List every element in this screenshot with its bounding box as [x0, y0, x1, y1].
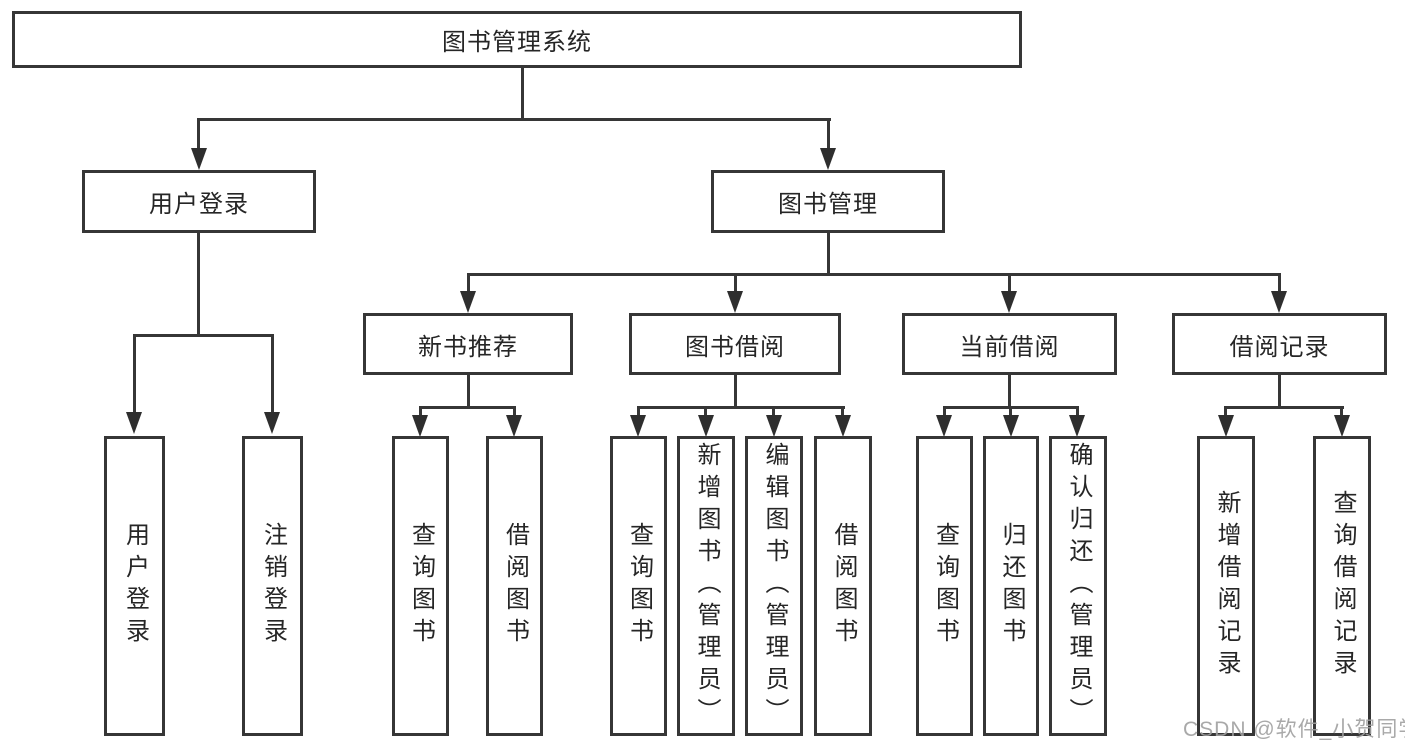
arrowhead-to-current-confirm — [1069, 415, 1085, 437]
node-root-label: 图书管理系统 — [442, 29, 592, 56]
leaf-borrow-query-books-label: 查询图书 — [625, 522, 653, 650]
leaf-recommend-borrow-books-label: 借阅图书 — [501, 522, 529, 650]
node-new-book-recommend-label: 新书推荐 — [418, 333, 518, 361]
arrowhead-to-new-book-recommend — [460, 291, 476, 313]
arrowhead-to-borrow-borrow — [835, 415, 851, 437]
node-current-borrow-label: 当前借阅 — [959, 333, 1060, 361]
arrowhead-to-borrow-add — [698, 415, 714, 437]
arrowhead-to-leaf-logout — [264, 412, 280, 434]
arrowhead-to-borrow-query — [630, 415, 646, 437]
arrowhead-to-recommend-borrow — [506, 415, 522, 437]
connector-to-leaf-logout — [271, 334, 274, 414]
arrowhead-to-current-query — [936, 415, 952, 437]
leaf-logout: 注销登录 — [242, 436, 303, 736]
connector-recommend-rail — [419, 406, 516, 409]
connector-borrow-stem — [734, 373, 737, 408]
connector-recommend-stem — [467, 373, 470, 408]
arrowhead-to-records-add — [1218, 415, 1234, 437]
leaf-borrow-borrow-books-label: 借阅图书 — [830, 522, 857, 650]
leaf-current-query-books: 查询图书 — [916, 436, 973, 736]
connector-to-borrow-borrow — [841, 406, 844, 418]
leaf-user-login-label: 用户登录 — [121, 522, 149, 650]
connector-records-stem — [1278, 373, 1281, 408]
node-user-login-label: 用户登录 — [149, 191, 249, 218]
node-borrow-record: 借阅记录 — [1172, 313, 1387, 375]
connector-to-leaf-user-login — [133, 334, 136, 414]
leaf-recommend-borrow-books: 借阅图书 — [486, 436, 543, 736]
connector-user-login-stem — [197, 231, 200, 337]
leaf-borrow-query-books: 查询图书 — [610, 436, 667, 736]
arrowhead-to-records-query — [1334, 415, 1350, 437]
connector-to-records-add — [1224, 406, 1227, 418]
connector-to-current-borrow — [1008, 273, 1011, 293]
connector-to-current-return — [1009, 406, 1012, 418]
leaf-recommend-query-books: 查询图书 — [392, 436, 449, 736]
leaf-borrow-edit-books-admin: 编辑图书（管理员） — [745, 436, 803, 736]
node-book-borrow-label: 图书借阅 — [685, 333, 785, 361]
arrowhead-to-recommend-query — [412, 415, 428, 437]
connector-to-recommend-query — [419, 406, 422, 418]
connector-book-management-stem — [827, 231, 830, 275]
node-borrow-record-label: 借阅记录 — [1229, 333, 1330, 361]
leaf-records-add-record-label: 新增借阅记录 — [1213, 490, 1240, 682]
node-book-management: 图书管理 — [711, 170, 945, 233]
arrowhead-to-borrow-edit — [766, 415, 782, 437]
leaf-current-return-books: 归还图书 — [983, 436, 1039, 736]
leaf-current-return-books-label: 归还图书 — [998, 522, 1025, 650]
leaf-user-login: 用户登录 — [104, 436, 165, 736]
connector-to-new-book-recommend — [467, 273, 470, 293]
connector-to-current-query — [943, 406, 946, 418]
arrowhead-to-current-return — [1003, 415, 1019, 437]
node-book-management-label: 图书管理 — [778, 191, 878, 218]
leaf-records-query-record: 查询借阅记录 — [1313, 436, 1371, 736]
csdn-watermark: CSDN @软件_小贺同学 — [1183, 718, 1405, 741]
arrowhead-to-book-borrow — [727, 291, 743, 313]
connector-records-rail — [1224, 406, 1344, 409]
leaf-borrow-borrow-books: 借阅图书 — [814, 436, 872, 736]
leaf-current-confirm-return-admin: 确认归还（管理员） — [1049, 436, 1107, 736]
leaf-current-confirm-return-admin-label: 确认归还（管理员） — [1065, 442, 1092, 730]
connector-to-book-management — [827, 118, 830, 152]
connector-to-borrow-edit — [772, 406, 775, 418]
leaf-logout-label: 注销登录 — [259, 522, 287, 650]
leaf-records-add-record: 新增借阅记录 — [1197, 436, 1255, 736]
arrowhead-to-user-login — [191, 148, 207, 170]
connector-to-user-login — [197, 118, 200, 152]
connector-to-recommend-borrow — [513, 406, 516, 418]
connector-to-borrow-add — [704, 406, 707, 418]
arrowhead-to-current-borrow — [1001, 291, 1017, 313]
leaf-borrow-add-books-admin: 新增图书（管理员） — [677, 436, 735, 736]
connector-borrow-rail — [637, 406, 845, 409]
connector-root-stem — [521, 66, 524, 120]
connector-user-leaves-rail — [133, 334, 274, 337]
leaf-recommend-query-books-label: 查询图书 — [407, 522, 435, 650]
node-current-borrow: 当前借阅 — [902, 313, 1117, 375]
connector-current-stem — [1008, 373, 1011, 408]
node-book-borrow: 图书借阅 — [629, 313, 841, 375]
connector-to-records-query — [1340, 406, 1343, 418]
arrowhead-to-borrow-record — [1271, 291, 1287, 313]
connector-to-current-confirm — [1076, 406, 1079, 418]
leaf-borrow-edit-books-admin-label: 编辑图书（管理员） — [761, 442, 788, 730]
node-user-login: 用户登录 — [82, 170, 316, 233]
node-new-book-recommend: 新书推荐 — [363, 313, 573, 375]
leaf-borrow-add-books-admin-label: 新增图书（管理员） — [693, 442, 720, 730]
leaf-current-query-books-label: 查询图书 — [931, 522, 959, 650]
arrowhead-to-book-management — [820, 148, 836, 170]
arrowhead-to-leaf-user-login — [126, 412, 142, 434]
connector-to-borrow-record — [1278, 273, 1281, 293]
connector-to-borrow-query — [637, 406, 640, 418]
connector-to-book-borrow — [734, 273, 737, 293]
node-root: 图书管理系统 — [12, 11, 1022, 68]
connector-level3-rail — [467, 273, 1281, 276]
leaf-records-query-record-label: 查询借阅记录 — [1329, 490, 1356, 682]
connector-level2-rail — [197, 118, 831, 121]
